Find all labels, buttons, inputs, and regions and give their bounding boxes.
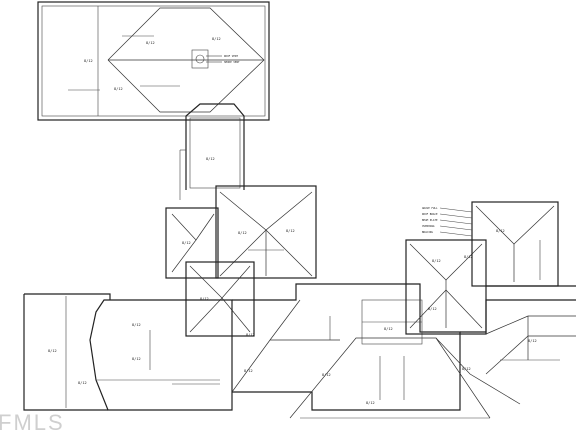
- note-roof-vent: ROOF VENT: [224, 54, 238, 58]
- pitch-label: 8/12: [206, 157, 215, 161]
- pitch-label: 8/12: [212, 37, 221, 41]
- watermark: FMLS: [0, 410, 65, 432]
- pitch-label: 8/12: [146, 41, 155, 45]
- note-overhang: OVERHANG: [422, 224, 435, 228]
- main-body: [231, 283, 491, 419]
- left-small-wing: [165, 207, 219, 279]
- pitch-label: 8/12: [48, 349, 57, 353]
- top-notes: ROOF VENT SMOKE VENT: [206, 54, 240, 64]
- pitch-label: 8/12: [496, 229, 505, 233]
- pitch-label: 8/12: [78, 381, 87, 385]
- pitch-label: 8/12: [200, 297, 209, 301]
- pitch-label: 8/12: [366, 401, 375, 405]
- pitch-labels: 8/12 8/12 8/12 8/12 8/12 8/12 8/12 8/12 …: [48, 37, 537, 405]
- connector-wing: [179, 103, 245, 200]
- garage-wing: [23, 293, 233, 411]
- note-bracing: BRACING: [422, 230, 433, 234]
- pitch-label: 8/12: [132, 323, 141, 327]
- pitch-label: 8/12: [246, 333, 255, 337]
- far-right-upper-wing: [471, 201, 559, 287]
- note-plate: BEAM PLATE: [422, 218, 438, 222]
- pitch-label: 8/12: [428, 307, 437, 311]
- far-right-lower-wing: [435, 285, 576, 405]
- note-smoke-vent: SMOKE VENT: [224, 60, 240, 64]
- pitch-label: 8/12: [432, 259, 441, 263]
- pitch-label: 8/12: [384, 327, 393, 331]
- pitch-label: 8/12: [528, 339, 537, 343]
- right-hip-roof: [405, 239, 487, 335]
- pitch-label: 8/12: [238, 231, 247, 235]
- pitch-label: 8/12: [464, 255, 473, 259]
- pitch-label: 8/12: [462, 367, 471, 371]
- pitch-label: 8/12: [84, 59, 93, 63]
- pitch-label: 8/12: [132, 357, 141, 361]
- central-hip-roof: [215, 185, 317, 279]
- note-brace: ROOF BRACE: [422, 212, 438, 216]
- pitch-label: 8/12: [244, 369, 253, 373]
- pitch-label: 8/12: [286, 229, 295, 233]
- pitch-label: 8/12: [322, 373, 331, 377]
- mid-right-notes: GRAVE FULL ROOF BRACE BEAM PLATE OVERHAN…: [422, 206, 473, 237]
- note-grave: GRAVE FULL: [422, 206, 438, 210]
- pitch-label: 8/12: [114, 87, 123, 91]
- top-wing: [37, 1, 270, 121]
- pitch-label: 8/12: [182, 241, 191, 245]
- mid-left-hip: [185, 261, 255, 337]
